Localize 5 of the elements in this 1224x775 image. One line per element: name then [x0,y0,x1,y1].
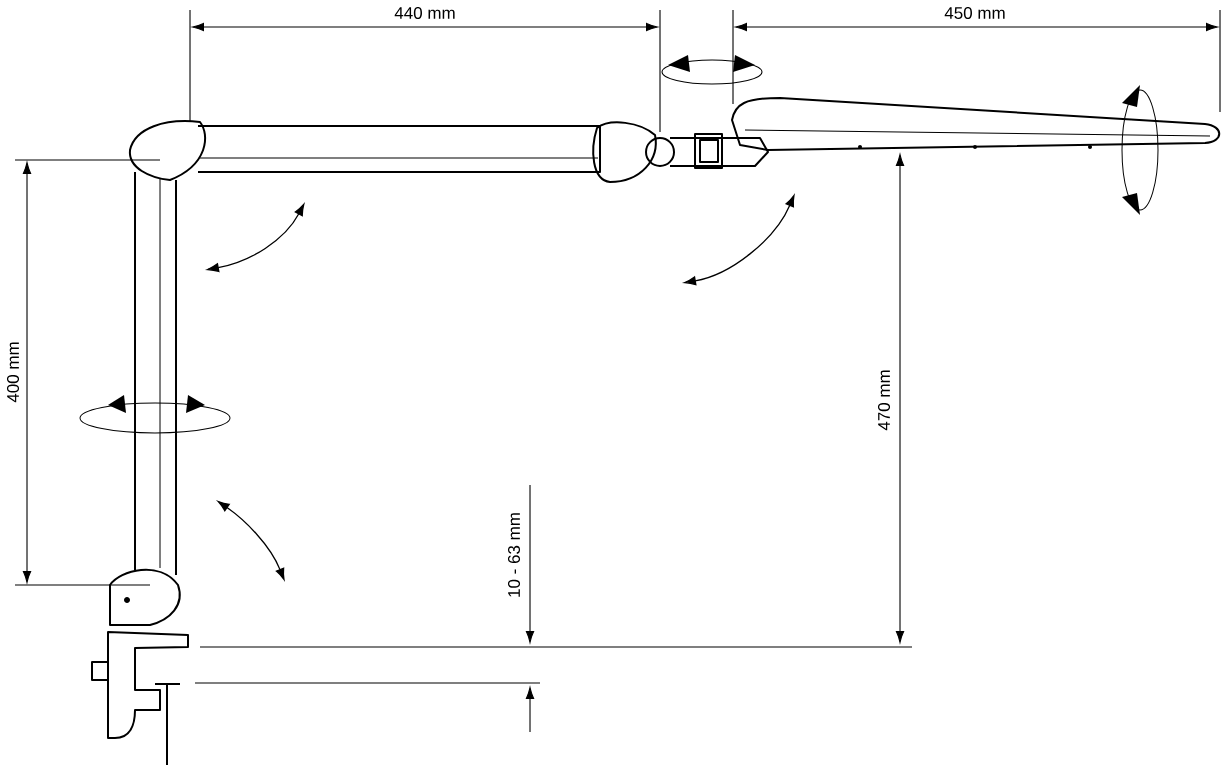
dimension-label: 10 - 63 mm [508,513,521,597]
dimension-label: 470 mm [878,370,891,431]
dimension-label: 440 mm [394,6,455,19]
dimension-label: 400 mm [7,342,20,403]
dimension-label: 450 mm [944,6,1005,19]
